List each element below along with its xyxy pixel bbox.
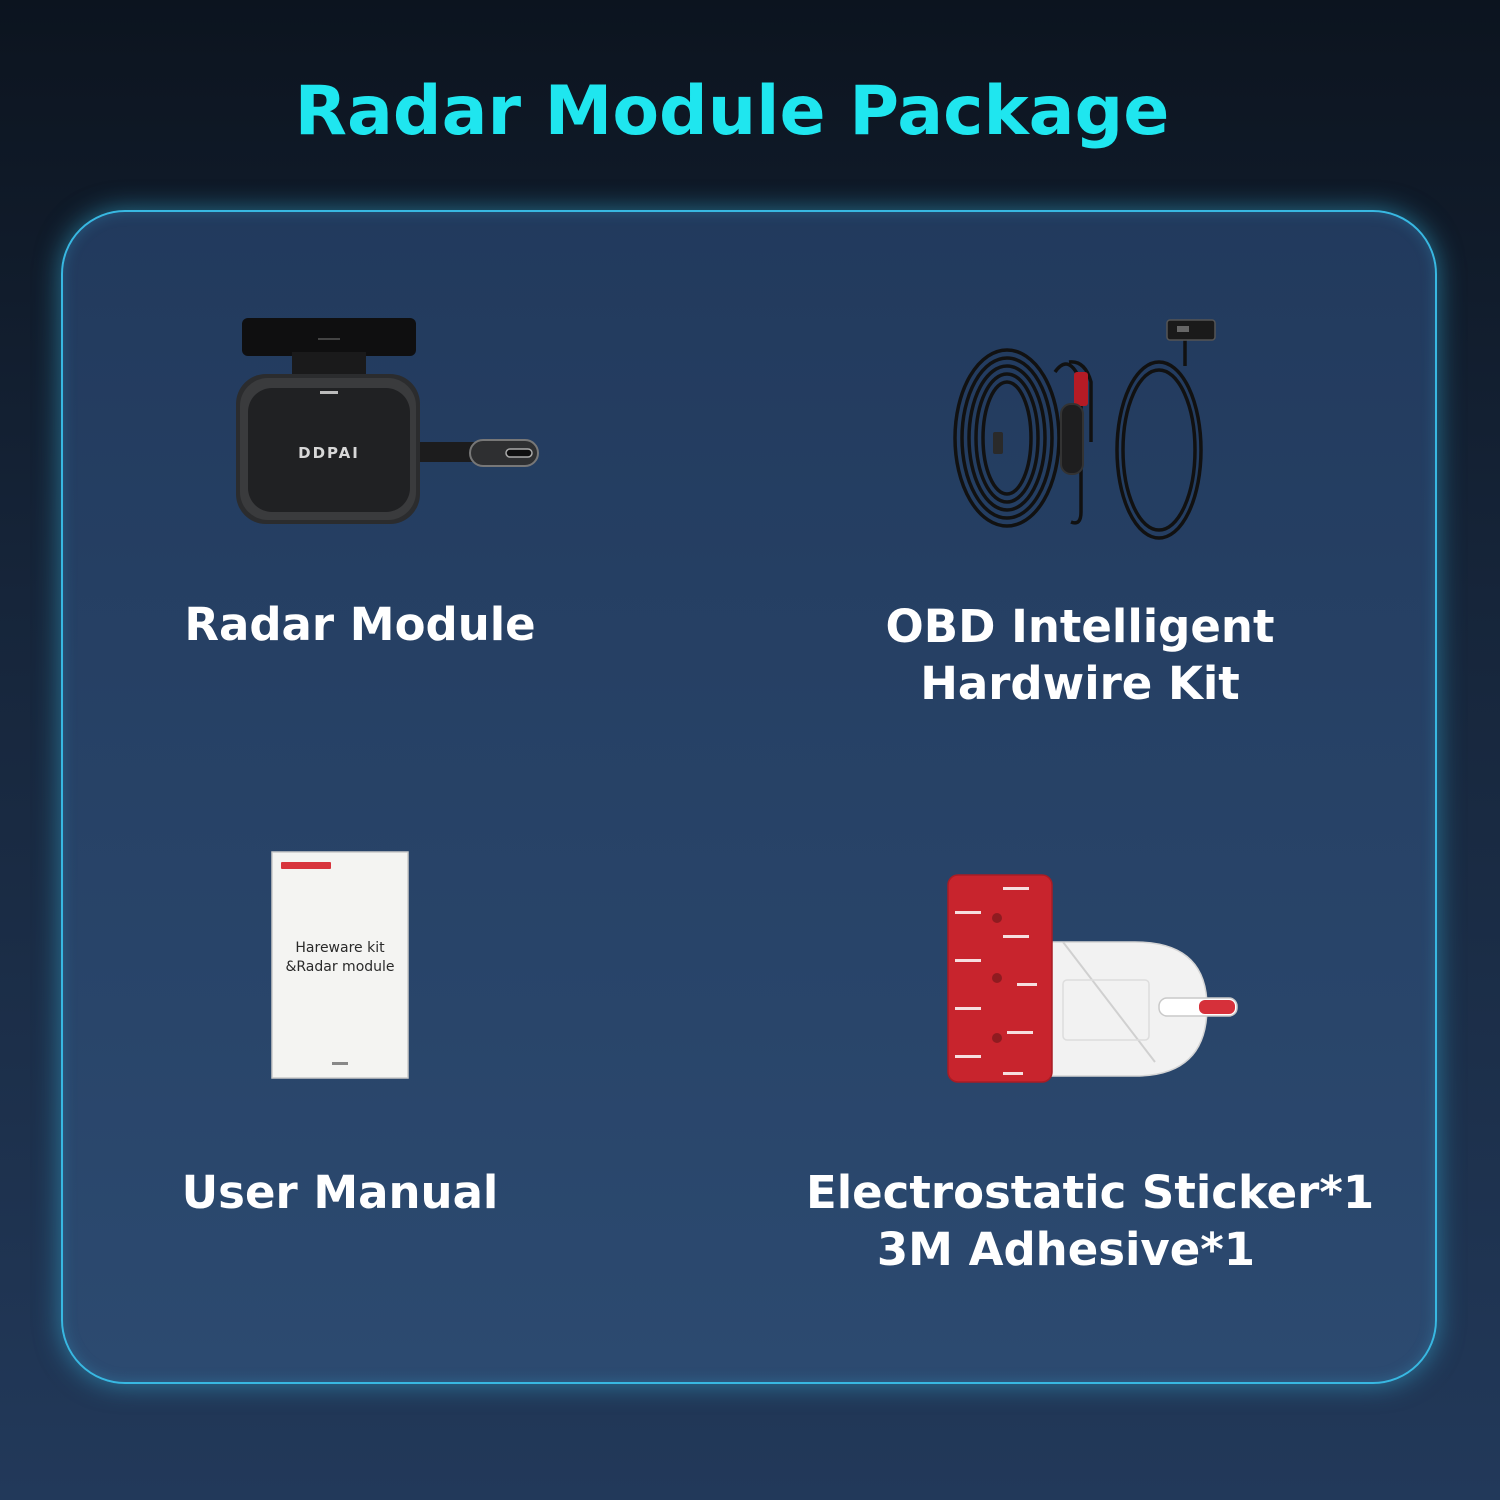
item-label-sticker-adhesive: Electrostatic Sticker*1 3M Adhesive*1 [806, 1164, 1375, 1278]
sticker-adhesive-image [945, 872, 1240, 1087]
manual-cover-line2: &Radar module [285, 959, 394, 975]
item-label-user-manual: User Manual [181, 1166, 499, 1219]
radar-module-icon: DDPAI [236, 318, 539, 524]
user-manual-image: Hareware kit &Radar module [271, 851, 409, 1079]
item-label-sticker-line1: Electrostatic Sticker*1 [806, 1166, 1375, 1219]
item-label-hardwire-kit-line1: OBD Intelligent [885, 600, 1275, 653]
item-label-sticker-line2: 3M Adhesive*1 [876, 1223, 1256, 1276]
item-label-hardwire-kit-line2: Hardwire Kit [920, 657, 1240, 710]
manual-cover-line1: Hareware kit [295, 940, 385, 956]
manual-booklet-icon: Hareware kit &Radar module [271, 851, 409, 1079]
coiled-cable-icon [953, 319, 1216, 540]
item-label-hardwire-kit: OBD Intelligent Hardwire Kit [880, 598, 1280, 712]
item-label-radar-module: Radar Module [184, 598, 536, 651]
adhesive-pad-icon [947, 874, 1238, 1083]
hardwire-kit-image [945, 312, 1225, 542]
brand-logo-text: DDPAI [298, 444, 360, 462]
page-title: Radar Module Package [294, 72, 1170, 151]
radar-module-image: DDPAI [230, 312, 550, 532]
